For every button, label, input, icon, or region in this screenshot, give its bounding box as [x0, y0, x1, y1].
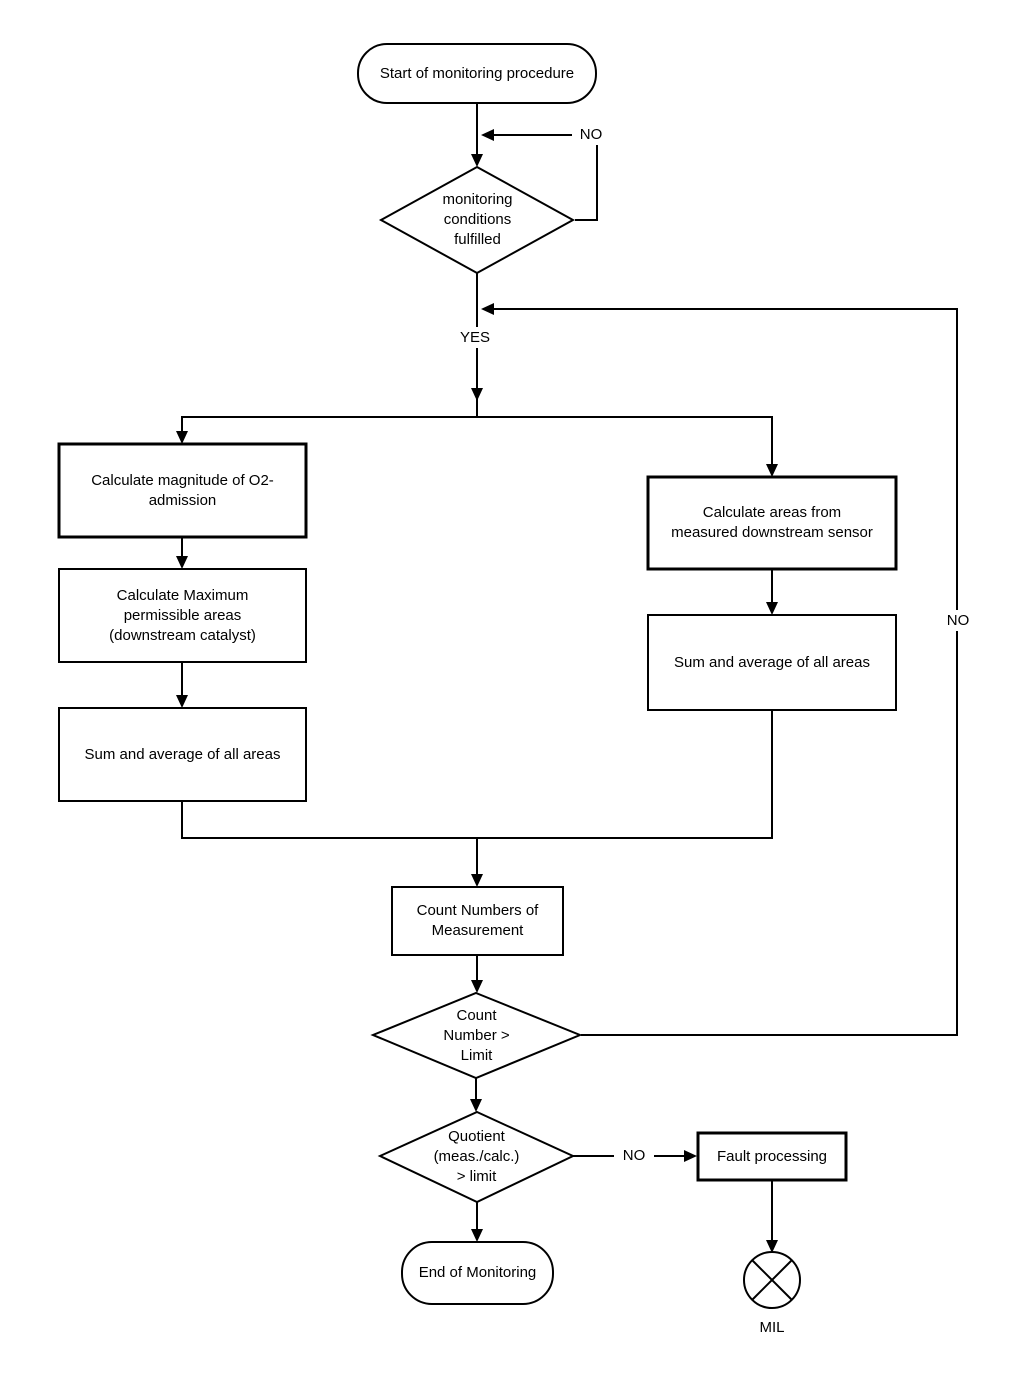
arrow-into-quotient [470, 1099, 482, 1112]
arrow-no-loop [481, 129, 494, 141]
calc-areas-process-shape [646, 475, 898, 571]
arrow-into-calc-max [176, 556, 188, 569]
sum-right-process-shape [647, 614, 897, 711]
arrow-feedback-join [481, 303, 494, 315]
edge-no-loop-top [490, 134, 598, 221]
quotient-label: Quotient (meas./calc.) > limit [433, 1128, 520, 1185]
edge-label-yes: YES [453, 327, 497, 348]
calc-max-label: Calculate Maximum permissible areas (dow… [109, 586, 256, 644]
mil-label: MIL [759, 1319, 785, 1336]
calc-max-process-shape [58, 568, 307, 663]
arrow-into-cond [471, 154, 483, 167]
edge-label-no-conditions: NO [572, 124, 610, 145]
arrow-into-mil [766, 1240, 778, 1253]
edge-no-feedback [490, 308, 958, 1036]
edge-split-bar [181, 416, 773, 472]
count-box-label: Count Numbers of Measurement [416, 902, 539, 939]
arrow-into-split [471, 388, 483, 401]
calc-o2-process-shape [57, 442, 308, 539]
sum-right-label: Sum and average of all areas [674, 653, 870, 671]
start-terminator-shape [357, 43, 597, 104]
arrow-into-calc-o2 [176, 431, 188, 444]
count-limit-label: Count Number > Limit [443, 1006, 510, 1064]
fault-processing-label: Fault processing [716, 1147, 828, 1165]
arrow-into-count [471, 874, 483, 887]
calc-areas-label: Calculate areas from measured downstream… [671, 504, 873, 541]
quotient-decision-shape [377, 1110, 576, 1204]
arrow-into-end [471, 1229, 483, 1242]
end-node-label: End of Monitoring [418, 1264, 537, 1281]
edge-label-no-count: NO [939, 610, 977, 631]
arrow-into-sum-right [766, 602, 778, 615]
arrow-into-count-limit [471, 980, 483, 993]
cond-decision-shape [378, 165, 576, 275]
sum-left-label: Sum and average of all areas [84, 745, 281, 763]
arrow-into-sum-left [176, 695, 188, 708]
fault-process-shape [696, 1131, 848, 1182]
calc-o2-label: Calculate magnitude of O2- admission [91, 471, 274, 509]
end-terminator-shape [401, 1241, 554, 1305]
sum-left-process-shape [58, 707, 307, 802]
arrow-into-fault [684, 1150, 697, 1162]
start-node-label: Start of monitoring procedure [379, 64, 575, 82]
count-process-shape [391, 886, 564, 956]
count-limit-decision-shape [370, 991, 583, 1080]
arrowheads [176, 129, 778, 1253]
cond-decision-label: monitoring conditions fulfilled [442, 191, 513, 248]
edge-label-no-quotient: NO [614, 1145, 654, 1166]
arrow-into-calc-areas [766, 464, 778, 477]
mil-cross-icon [751, 1259, 793, 1301]
